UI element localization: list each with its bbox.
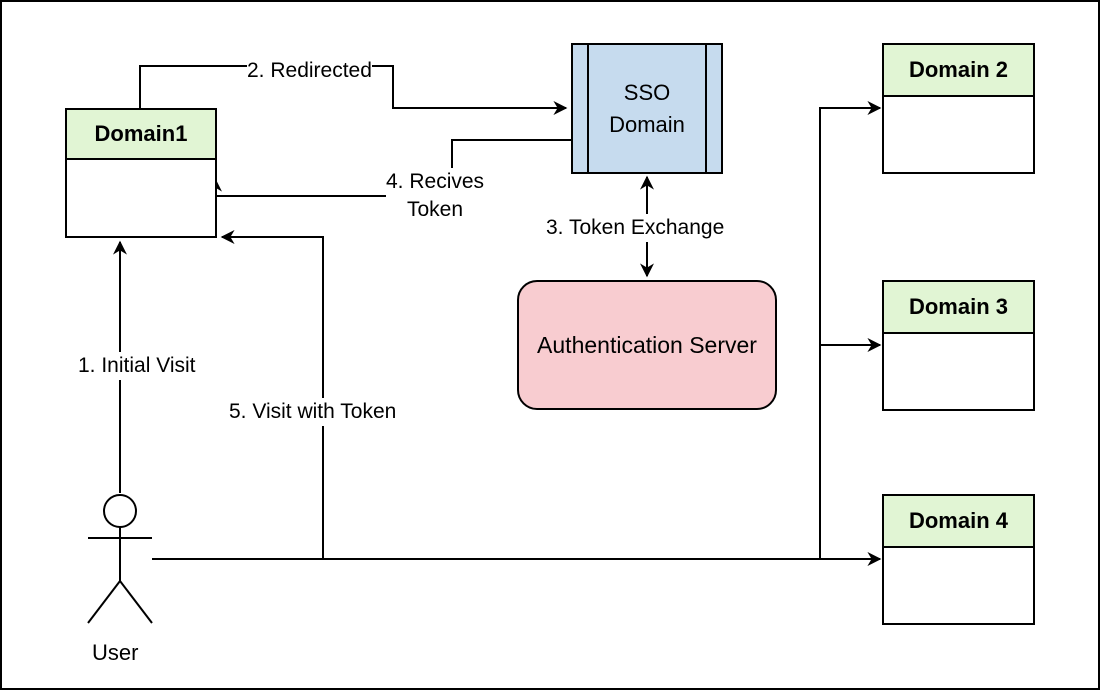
- sso-label-line2: Domain: [609, 111, 685, 137]
- edge-label-token-exchange: 3. Token Exchange: [546, 214, 725, 242]
- domain2-box: Domain 2: [882, 43, 1035, 174]
- domain3-header: Domain 3: [884, 282, 1033, 334]
- edge-to-domain2: [819, 101, 882, 559]
- user-right-leg: [119, 580, 153, 624]
- authentication-server-box: Authentication Server: [517, 280, 777, 410]
- edge-label-initial-visit: 1. Initial Visit: [78, 352, 196, 380]
- domain1-box: Domain1: [65, 108, 217, 238]
- user-actor: [87, 494, 153, 624]
- user-head: [103, 494, 137, 528]
- user-left-leg: [87, 580, 121, 624]
- authentication-server-label: Authentication Server: [537, 331, 757, 358]
- domain2-header: Domain 2: [884, 45, 1033, 97]
- edge-redirected: [139, 65, 568, 115]
- domain3-box: Domain 3: [882, 280, 1035, 411]
- edge-label-redirected: 2. Redirected: [247, 57, 372, 85]
- domain1-header: Domain1: [67, 110, 215, 160]
- sso-label-line1: SSO: [623, 79, 671, 105]
- user-label: User: [92, 639, 139, 667]
- edge-label-receives-token-line1: 4. Recives: [386, 170, 485, 193]
- domain4-header: Domain 4: [884, 496, 1033, 548]
- edge-label-visit-with-token: 5. Visit with Token: [229, 398, 397, 426]
- domain4-box: Domain 4: [882, 494, 1035, 625]
- edge-label-receives-token: 4. Recives Token: [386, 168, 485, 224]
- edge-visit-with-token: [220, 230, 324, 559]
- edge-label-receives-token-line2: Token: [407, 198, 464, 221]
- sso-domain-box: SSO Domain: [571, 43, 723, 174]
